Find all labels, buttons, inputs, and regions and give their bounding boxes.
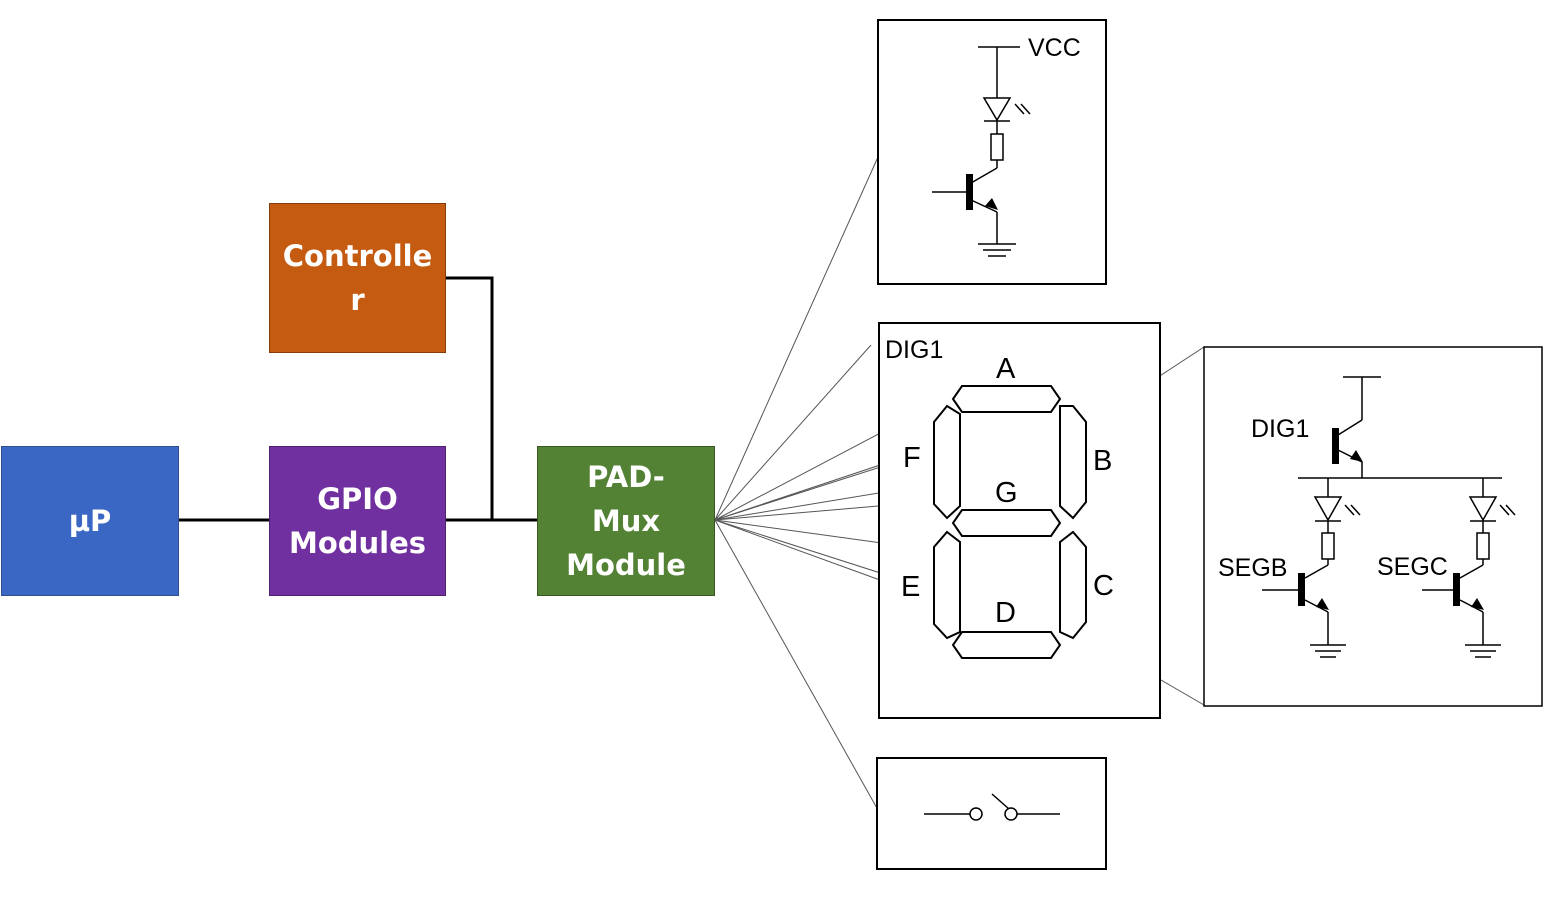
segment-label-b: B <box>1093 445 1112 477</box>
segment-d <box>951 631 1062 659</box>
segment-g <box>951 509 1062 537</box>
segment-label-a: A <box>996 353 1016 385</box>
segment-label-d: D <box>995 597 1016 629</box>
vcc-label: VCC <box>1028 34 1081 62</box>
digit-label: DIG1 <box>885 336 943 364</box>
pad-mux-module-block: PAD- Mux Module <box>537 446 715 596</box>
detail-driver-box: DIG1 SEGB SEGC <box>1203 346 1543 707</box>
segment-e <box>933 530 961 640</box>
segment-label-c: C <box>1093 570 1114 602</box>
controller-label: Controlle r <box>282 239 433 317</box>
segment-a <box>951 385 1062 413</box>
microprocessor-block: µP <box>1 446 179 596</box>
switch-box <box>876 757 1107 870</box>
controller-block: Controlle r <box>269 203 446 353</box>
led-driver-box: VCC <box>877 19 1107 285</box>
bus-wires <box>179 276 537 522</box>
segment-label-f: F <box>903 442 921 474</box>
segb-label: SEGB <box>1218 554 1287 582</box>
gpio-modules-block: GPIO Modules <box>269 446 446 596</box>
pad-mux-module-label: PAD- Mux Module <box>566 460 686 582</box>
microprocessor-label: µP <box>68 504 112 538</box>
seven-segment-box: DIG1 A B C D E F G <box>878 322 1161 719</box>
segment-b <box>1059 405 1087 520</box>
detail-digit-label: DIG1 <box>1251 415 1309 443</box>
segment-label-e: E <box>901 571 920 603</box>
gpio-modules-label: GPIO Modules <box>288 482 427 560</box>
segment-label-g: G <box>995 477 1018 509</box>
segc-label: SEGC <box>1377 553 1448 581</box>
segment-f <box>933 404 961 520</box>
segment-c <box>1059 530 1087 640</box>
